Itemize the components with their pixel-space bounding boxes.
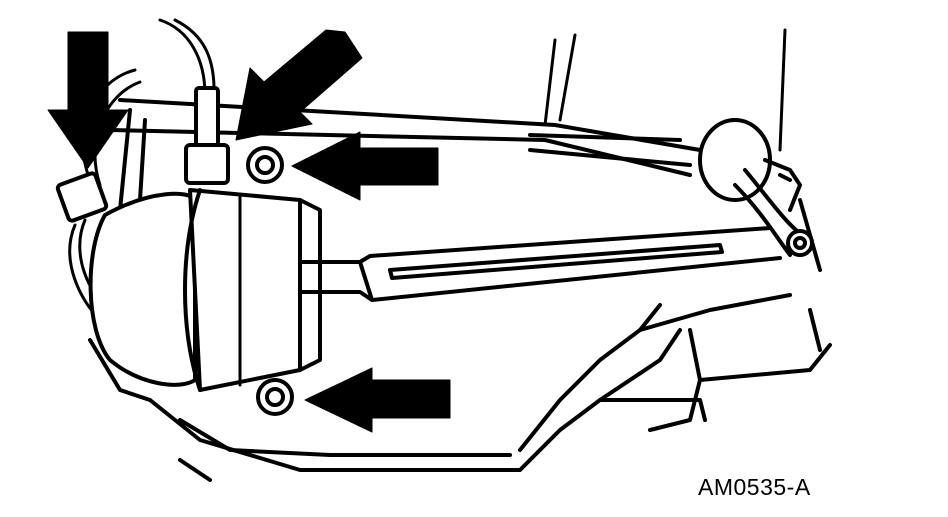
callout-arrows: [47, 29, 451, 433]
arrow-actuator-port: [235, 29, 363, 141]
arrow-lower-nut: [304, 367, 451, 433]
arrow-hose-connector: [47, 31, 129, 169]
actuator-rod: [298, 226, 782, 302]
hose-connectors: [55, 86, 230, 223]
actuator-body: [88, 188, 322, 392]
arrow-upper-nut: [291, 131, 439, 201]
figure-code-label: AM0535-A: [698, 474, 811, 500]
mounting-nuts: [246, 146, 294, 416]
door-linkage: [528, 118, 814, 257]
